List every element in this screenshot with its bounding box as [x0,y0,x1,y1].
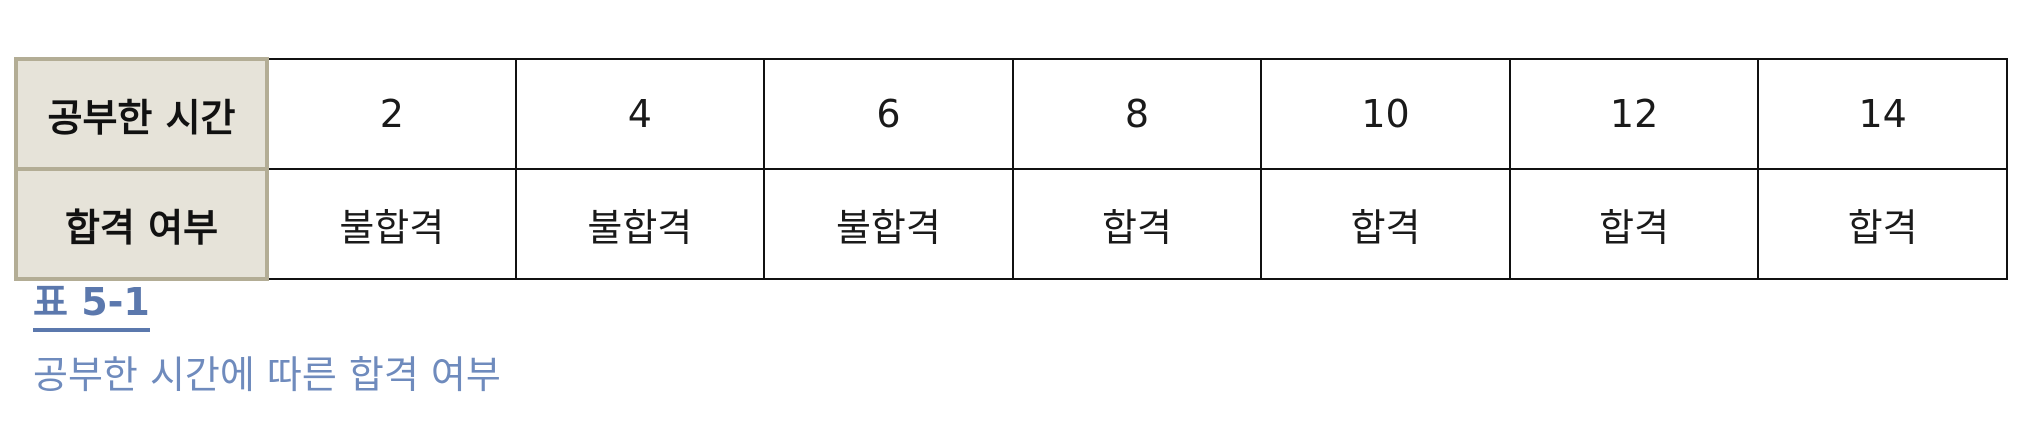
table-cell: 불합격 [266,168,517,280]
table-cell: 6 [763,58,1014,170]
row-header-pass-status: 합격 여부 [14,167,269,281]
table-caption: 표 5-1 공부한 시간에 따른 합격 여부 [33,280,501,398]
table-cell: 2 [266,58,517,170]
table-cell: 합격 [1260,168,1511,280]
table-row-study-hours: 공부한 시간 2 4 6 8 10 12 14 [14,57,2008,171]
table-cell: 8 [1011,58,1263,170]
table-cell: 14 [1757,58,2008,170]
table-cell: 4 [514,58,766,170]
table-cell: 합격 [1757,168,2008,280]
caption-number: 표 5-1 [33,280,150,332]
table-cell: 10 [1260,58,1511,170]
table-cell: 불합격 [514,168,766,280]
table-cell: 합격 [1011,168,1263,280]
table-cell: 불합격 [763,168,1014,280]
table-row-pass-status: 합격 여부 불합격 불합격 불합격 합격 합격 합격 합격 [14,167,2008,281]
data-table-container: 공부한 시간 2 4 6 8 10 12 14 합격 여부 불합격 불합격 불합… [14,57,2008,281]
table-cell: 합격 [1508,168,1760,280]
row-header-study-hours: 공부한 시간 [14,57,269,171]
study-result-table: 공부한 시간 2 4 6 8 10 12 14 합격 여부 불합격 불합격 불합… [14,57,2008,281]
caption-title: 공부한 시간에 따른 합격 여부 [33,353,501,397]
table-cell: 12 [1508,58,1760,170]
